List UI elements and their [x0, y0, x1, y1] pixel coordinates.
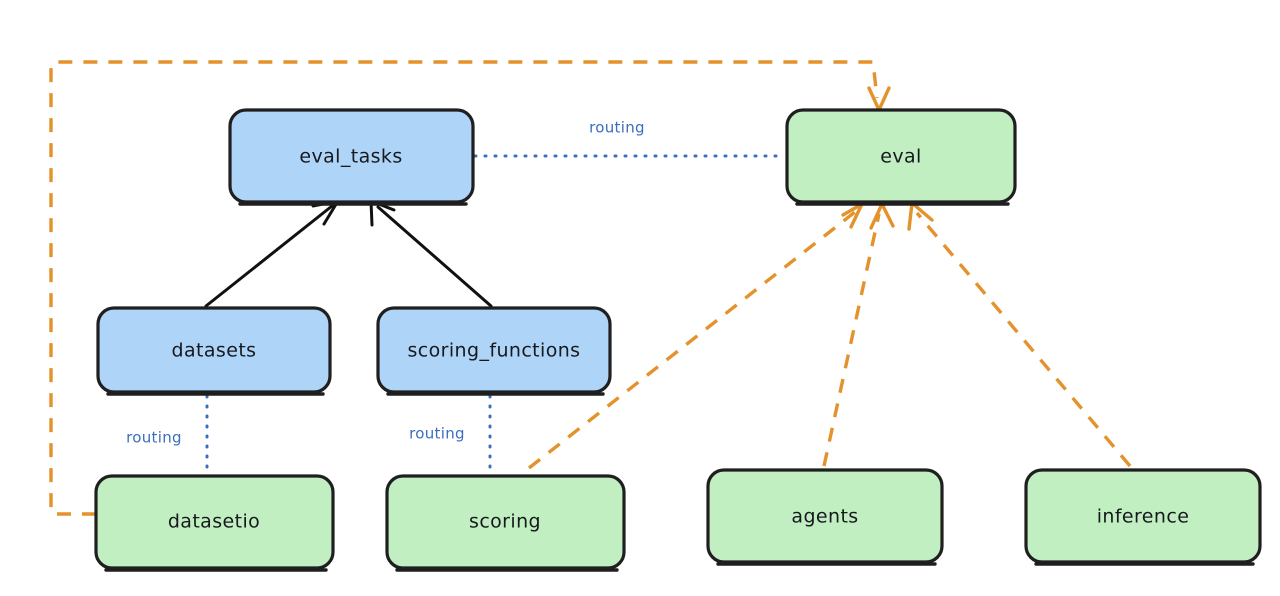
- node-eval-tasks-label: eval_tasks: [299, 146, 402, 168]
- node-agents-shape: [706, 468, 944, 564]
- edge-label-routing-scoring-functions: routing: [409, 425, 465, 443]
- edge-label-routing-eval-tasks: routing: [589, 119, 645, 137]
- edge-agents-to-eval: [822, 202, 895, 467]
- node-eval-tasks[interactable]: eval_tasks: [228, 108, 475, 206]
- node-eval-label: eval: [880, 146, 921, 168]
- node-datasetio-label: datasetio: [168, 511, 260, 533]
- node-agents-label: agents: [791, 506, 858, 528]
- edge-datasets-to-eval-tasks: [204, 199, 340, 308]
- node-inference-label: inference: [1097, 506, 1190, 528]
- node-datasetio-shape: [94, 474, 335, 570]
- edge-label-routing-datasets: routing: [126, 429, 182, 447]
- node-datasets-shape: [96, 306, 332, 394]
- node-datasets[interactable]: datasets: [96, 306, 332, 396]
- node-inference[interactable]: inference: [1024, 468, 1262, 566]
- node-scoring[interactable]: scoring: [385, 474, 626, 572]
- node-scoring-functions-label: scoring_functions: [408, 340, 581, 362]
- node-datasetio[interactable]: datasetio: [94, 474, 335, 572]
- node-inference-shape: [1024, 468, 1262, 564]
- node-eval-tasks-shape: [228, 108, 475, 204]
- node-scoring-functions-shape: [376, 306, 612, 394]
- node-datasets-label: datasets: [172, 340, 257, 362]
- node-eval-shape: [785, 108, 1017, 204]
- node-scoring-label: scoring: [469, 511, 541, 533]
- edge-inference-to-eval: [907, 201, 1132, 468]
- node-scoring-functions[interactable]: scoring_functions: [376, 306, 612, 396]
- node-scoring-shape: [385, 474, 626, 570]
- node-eval[interactable]: eval: [785, 108, 1017, 206]
- edge-scoring-functions-to-eval-tasks: [369, 199, 493, 308]
- node-agents[interactable]: agents: [706, 468, 944, 566]
